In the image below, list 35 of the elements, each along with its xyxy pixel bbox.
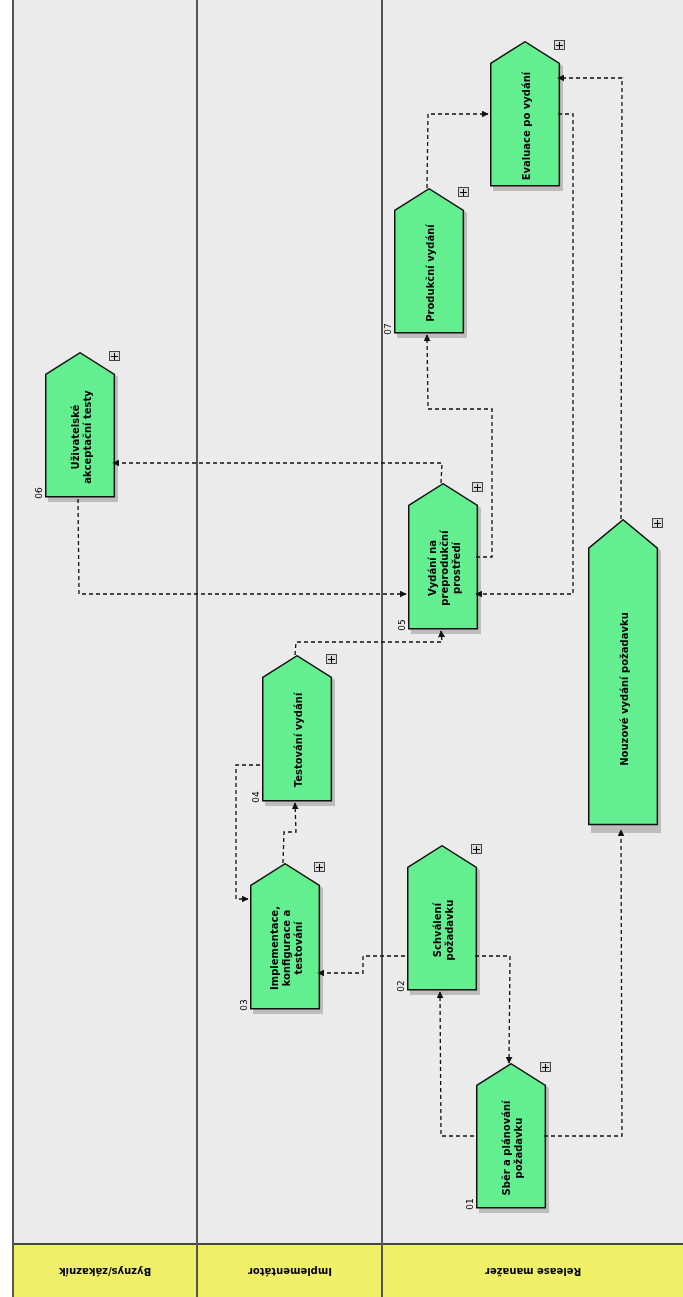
step-number: 06	[33, 487, 44, 499]
arrow	[294, 630, 446, 656]
arrow	[475, 113, 574, 598]
arrow	[557, 74, 623, 520]
arrow	[317, 955, 406, 977]
process-label: Nouzové vydání požadavku	[618, 611, 631, 768]
step-number: 03	[238, 999, 249, 1011]
swimlane	[381, 0, 683, 1297]
lane-label: Byznys/zákazník	[58, 1264, 152, 1279]
lane-label: Implementátor	[247, 1264, 332, 1279]
lane-label: Release manažer	[484, 1264, 582, 1279]
arrow	[112, 459, 443, 484]
process-label: Produkční vydání	[424, 222, 437, 324]
arrow	[235, 764, 261, 903]
arrow	[436, 991, 475, 1137]
swimlane	[196, 0, 383, 1297]
step-number: 01	[464, 1198, 475, 1210]
process-label: Evaluace po vydání	[520, 70, 533, 181]
swimlane	[12, 0, 198, 1297]
process-label: Schválení požadavku	[431, 898, 456, 962]
step-number: 04	[250, 791, 261, 803]
arrow	[474, 955, 513, 1064]
step-number: 02	[395, 980, 406, 992]
process-label: Testování vydání	[292, 691, 305, 790]
step-number: 07	[382, 323, 393, 335]
process-label: Sběr a plánování požadavku	[500, 1099, 525, 1197]
process-label: Uživatelské akceptační testy	[69, 388, 94, 486]
arrow	[77, 498, 407, 598]
process-label: Implementace, konfigurace a testování	[268, 905, 305, 992]
arrow	[423, 334, 493, 558]
arrow	[282, 802, 299, 864]
arrow	[426, 110, 489, 189]
arrow	[543, 829, 625, 1137]
step-number: 05	[396, 619, 407, 631]
process-label: Vydání na preprodukční prostředí	[426, 529, 463, 608]
